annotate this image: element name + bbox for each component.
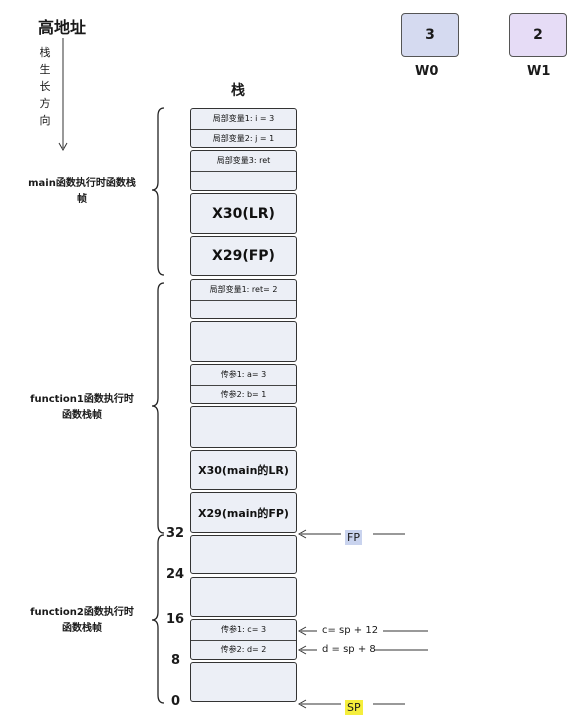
f2-empty-cell-3 — [190, 662, 297, 702]
main-fp-cell: X29(FP) — [190, 236, 297, 276]
main-lr-label: X30(LR) — [212, 205, 275, 222]
f2-empty-cell-2 — [190, 577, 297, 617]
main-local-var1: 局部变量1: i = 3 — [212, 114, 275, 123]
growth-direction-label: 栈 生 长 方 向 — [39, 46, 51, 127]
pointer-arrows — [297, 529, 428, 709]
f1-empty-cell-2 — [190, 406, 297, 448]
function1-frame-brace — [151, 282, 165, 534]
main-locals-cell: 局部变量1: i = 3 局部变量2: j = 1 — [190, 108, 297, 148]
c-offset-expr: c= sp + 12 — [322, 625, 379, 636]
f1-empty-cell-1 — [190, 321, 297, 362]
f1-arg1: 传参1: a= 3 — [220, 370, 267, 379]
f1-lr-label: X30(main的LR) — [198, 464, 289, 477]
main-local-var3: 局部变量3: ret — [216, 156, 271, 165]
offset-0: 0 — [171, 694, 181, 709]
function1-frame-label: function1函数执行时 函数栈帧 — [30, 394, 134, 421]
fp-pointer-label: FP — [345, 530, 362, 545]
f1-lr-cell: X30(main的LR) — [190, 450, 297, 490]
sp-pointer-label: SP — [345, 700, 363, 715]
main-lr-cell: X30(LR) — [190, 193, 297, 234]
register-w1-name: W1 — [527, 64, 551, 79]
f1-local-var1-cell: 局部变量1: ret= 2 — [190, 279, 297, 319]
f1-arg2: 传参2: b= 1 — [220, 390, 267, 399]
function2-frame-label: function2函数执行时 函数栈帧 — [30, 607, 134, 634]
d-offset-expr: d = sp + 8 — [322, 644, 376, 655]
offset-24: 24 — [166, 567, 185, 582]
main-fp-label: X29(FP) — [212, 248, 275, 264]
offset-8: 8 — [171, 653, 181, 668]
register-w1-box: 2 — [509, 13, 567, 57]
f2-arg2: 传参2: d= 2 — [220, 645, 267, 654]
f2-arg1: 传参1: c= 3 — [220, 625, 267, 634]
register-w0-name: W0 — [415, 64, 439, 79]
register-w1-value: 2 — [533, 27, 543, 43]
offset-16: 16 — [166, 612, 185, 627]
f2-empty-cell-1 — [190, 535, 297, 574]
main-local-var2: 局部变量2: j = 1 — [212, 134, 275, 143]
growth-direction-arrow — [58, 38, 68, 152]
high-address-label: 高地址 — [38, 18, 87, 37]
main-frame-brace — [151, 107, 165, 276]
register-w0-box: 3 — [401, 13, 459, 57]
main-local-var3-cell: 局部变量3: ret — [190, 150, 297, 191]
f2-args-cell: 传参1: c= 3 传参2: d= 2 — [190, 619, 297, 660]
function2-frame-brace — [151, 534, 165, 704]
offset-32: 32 — [166, 526, 185, 541]
main-frame-label: main函数执行时函数栈 帧 — [28, 178, 136, 205]
f1-local-var1: 局部变量1: ret= 2 — [209, 285, 278, 294]
stack-title: 栈 — [231, 83, 245, 99]
register-w0-value: 3 — [425, 27, 435, 43]
f1-args-cell: 传参1: a= 3 传参2: b= 1 — [190, 364, 297, 404]
frame-braces — [151, 107, 165, 704]
f1-fp-cell: X29(main的FP) — [190, 492, 297, 533]
f1-fp-label: X29(main的FP) — [198, 506, 289, 520]
